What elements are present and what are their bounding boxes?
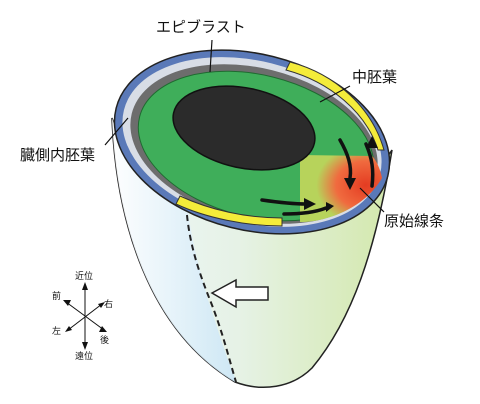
label-mesoderm: 中胚葉 — [352, 68, 397, 86]
axis-ap — [65, 301, 105, 331]
arrowhead-4 — [326, 202, 334, 212]
leader-primitive-streak — [359, 187, 385, 213]
mesoderm-band-bottom — [175, 195, 283, 227]
midline-dashed — [185, 194, 237, 383]
compass-posterior: 後 — [100, 334, 109, 346]
label-primitive-streak: 原始線条 — [384, 212, 444, 230]
compass-head-left — [65, 326, 72, 332]
label-visceral-endoderm: 臓側内胚葉 — [20, 146, 95, 164]
leader-visceral-endoderm — [104, 117, 129, 146]
mesoderm-band-right — [285, 61, 385, 151]
arrowhead-2 — [366, 136, 378, 148]
arrow-bottom-left — [260, 198, 308, 206]
amniotic-cavity — [172, 85, 316, 171]
axis-lr — [67, 303, 103, 331]
arrow-heads — [304, 136, 378, 212]
white-arrow-icon — [210, 278, 269, 309]
primitive-streak-region — [300, 155, 382, 222]
compass-head-right — [98, 302, 105, 308]
leader-epiblast — [209, 39, 213, 73]
compass-anterior: 前 — [52, 290, 61, 302]
leader-lines — [104, 39, 385, 213]
compass-head-down — [82, 342, 88, 350]
leader-mesoderm — [319, 85, 351, 103]
arrow-bottom-right — [282, 206, 328, 216]
arrowhead-3 — [304, 198, 316, 210]
orientation-compass — [65, 286, 105, 346]
compass-left: 左 — [52, 325, 61, 337]
embryo-body-left-region — [112, 118, 236, 382]
compass-proximal: 近位 — [75, 270, 93, 282]
label-epiblast: エピブラスト — [156, 18, 246, 36]
compass-right: 右 — [104, 298, 113, 310]
compass-head-anterior — [63, 300, 71, 306]
compass-head-posterior — [99, 326, 107, 332]
compass-head-up — [82, 282, 88, 290]
arrowhead-1 — [344, 178, 356, 190]
compass-arrowheads — [63, 282, 107, 350]
compass-distal: 遠位 — [75, 350, 93, 362]
arrow-upper-right — [338, 138, 353, 180]
